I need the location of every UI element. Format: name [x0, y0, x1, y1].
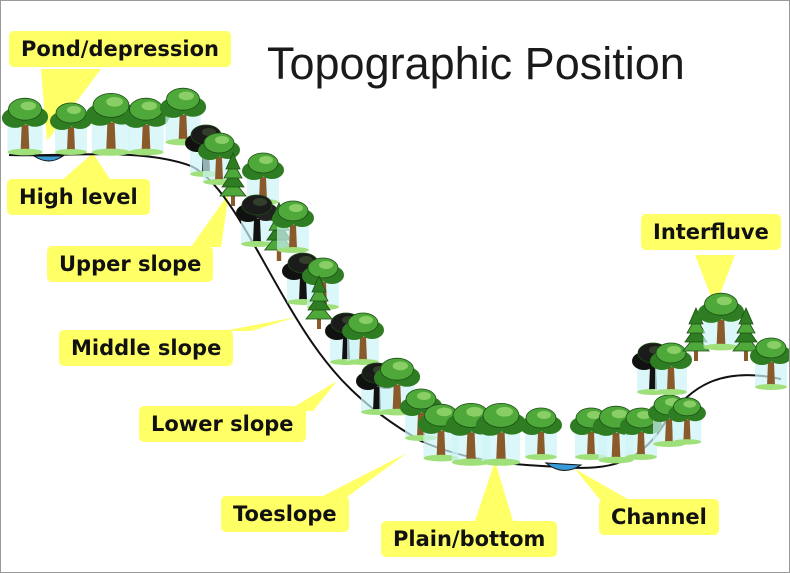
label-plain-bottom: Plain/bottom [381, 521, 557, 557]
trees-plain [418, 395, 706, 466]
label-pond-depression: Pond/depression [9, 31, 231, 67]
trees-high-level [2, 88, 206, 156]
label-middle-slope: Middle slope [59, 330, 233, 366]
pointer-upper-slope [191, 193, 229, 247]
pointer-high-level [61, 153, 111, 181]
label-lower-slope: Lower slope [139, 406, 306, 442]
label-channel: Channel [599, 499, 719, 535]
pointer-plain [475, 461, 513, 521]
channel-water [546, 463, 581, 471]
label-interfluve: Interfluve [641, 214, 781, 250]
pointer-middle-slope [223, 317, 297, 331]
trees-slope [185, 125, 442, 441]
pointer-toeslope [321, 453, 407, 497]
label-upper-slope: Upper slope [47, 246, 213, 282]
tree [50, 103, 92, 155]
label-high-level: High level [7, 179, 150, 215]
tree [520, 408, 562, 460]
trees-interfluve [632, 293, 790, 395]
tree [2, 98, 48, 155]
tree [272, 201, 314, 253]
pointer-channel [575, 469, 631, 501]
tree [668, 398, 706, 445]
tree [342, 313, 384, 365]
pond-water [34, 156, 63, 161]
label-toeslope: Toeslope [221, 496, 349, 532]
tree [476, 403, 526, 465]
tree [750, 338, 790, 390]
